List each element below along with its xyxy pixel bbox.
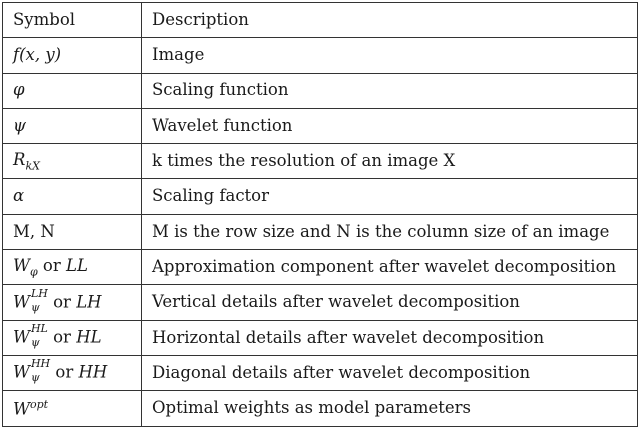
description-cell: Approximation component after wavelet de… bbox=[141, 249, 638, 286]
description-cell: Scaling function bbox=[141, 72, 638, 109]
symbol-superscript: LH bbox=[30, 286, 48, 300]
symbol-base: W bbox=[13, 399, 30, 419]
symbol-cell: Wφ or LL bbox=[2, 249, 142, 286]
description-cell: k times the resolution of an image X bbox=[141, 143, 638, 180]
symbol-alt: LH bbox=[76, 292, 102, 312]
description-cell: Scaling factor bbox=[141, 178, 638, 215]
symbol-superscript: HH bbox=[30, 357, 51, 371]
symbol-cell: ψ bbox=[2, 107, 142, 145]
description-cell: Vertical details after wavelet decomposi… bbox=[141, 284, 638, 321]
symbol-subscript: ψ bbox=[30, 371, 40, 385]
symbol-alt: HL bbox=[76, 327, 102, 347]
symbol-cell: M, N bbox=[2, 213, 142, 251]
description-cell: Diagonal details after wavelet decomposi… bbox=[141, 354, 638, 392]
symbol-base: f(x, y) bbox=[13, 45, 62, 65]
symbol-base: W bbox=[13, 292, 30, 312]
symbol-base: φ bbox=[13, 80, 25, 100]
symbol-superscript: opt bbox=[29, 397, 49, 411]
description-cell: M is the row size and N is the column si… bbox=[141, 213, 638, 251]
table-row: f(x, y) Image bbox=[2, 37, 638, 74]
symbol-base: M, N bbox=[13, 221, 55, 241]
symbol-or: or bbox=[53, 292, 71, 312]
symbol-subscript: ψ bbox=[30, 335, 40, 349]
symbol-base: R bbox=[13, 149, 26, 169]
symbol-cell: α bbox=[2, 178, 142, 215]
symbol-superscript: HL bbox=[30, 321, 48, 335]
symbol-base: W bbox=[13, 255, 30, 275]
symbol-base: W bbox=[13, 327, 30, 347]
symbol-or: or bbox=[55, 362, 74, 382]
table-header-row: Symbol Description bbox=[2, 1, 638, 39]
symbol-base: W bbox=[13, 362, 30, 382]
description-cell: Image bbox=[141, 37, 638, 74]
symbol-alt: LL bbox=[66, 255, 88, 275]
description-cell: Horizontal details after wavelet decompo… bbox=[141, 319, 638, 356]
symbol-subscript: ψ bbox=[30, 300, 40, 314]
symbol-subscript: φ bbox=[29, 264, 38, 278]
table-row: Wφ or LL Approximation component after w… bbox=[2, 249, 638, 286]
description-cell: Wavelet function bbox=[141, 107, 638, 145]
header-symbol: Symbol bbox=[2, 1, 142, 39]
table-row: RkX k times the resolution of an image X bbox=[2, 143, 638, 180]
symbol-cell: f(x, y) bbox=[2, 37, 142, 74]
symbol-cell: Wopt bbox=[2, 390, 142, 427]
table-row: φ Scaling function bbox=[2, 72, 638, 109]
symbol-subscript: kX bbox=[25, 158, 40, 172]
table-row: M, N M is the row size and N is the colu… bbox=[2, 213, 638, 251]
table-row: α Scaling factor bbox=[2, 178, 638, 215]
description-cell: Optimal weights as model parameters bbox=[141, 390, 638, 427]
table-row: ψ Wavelet function bbox=[2, 107, 638, 145]
symbol-or: or bbox=[53, 327, 71, 347]
header-description: Description bbox=[141, 1, 638, 39]
symbol-base: α bbox=[13, 186, 25, 206]
table-row: Wopt Optimal weights as model parameters bbox=[2, 390, 638, 427]
symbol-table: Symbol Description f(x, y) Image φ Scali… bbox=[2, 1, 638, 427]
symbol-or: or bbox=[42, 255, 61, 275]
symbol-base: ψ bbox=[13, 115, 26, 135]
symbol-alt: HH bbox=[78, 362, 108, 382]
symbol-cell: RkX bbox=[2, 143, 142, 180]
symbol-cell: φ bbox=[2, 72, 142, 109]
